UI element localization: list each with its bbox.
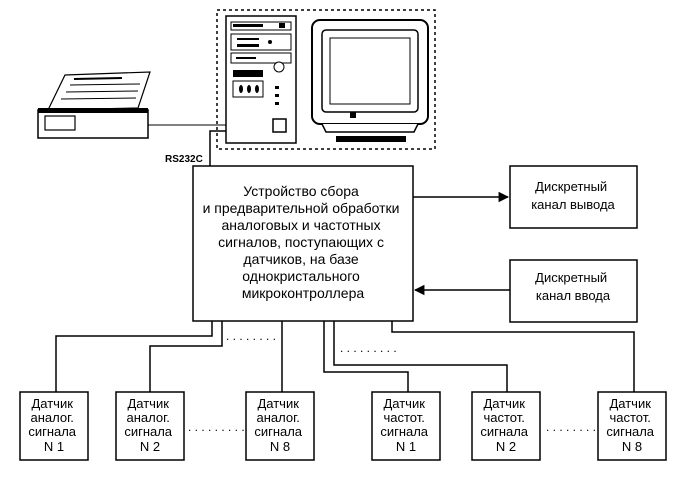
freq-sensor-1: Датчик частот. сигнала N 1: [371, 391, 441, 461]
rs232-label: RS232C: [165, 154, 203, 165]
system-unit-icon: [225, 15, 297, 144]
svg-text:Датчик аналог. сиг: Датчик аналог. сигнала N 2: [124, 396, 175, 454]
freq-sensor-dots: . . . . . . . .: [546, 420, 596, 434]
main-block-text: Устройство сбора и предварительной обраб…: [203, 183, 404, 301]
freq-wires: [323, 321, 635, 392]
analog-sensor-2: Датчик аналог. сигнала N 2: [115, 391, 185, 461]
analog-sensor-1: Датчик аналог. сигнала N 1: [19, 391, 89, 461]
monitor-icon: [311, 19, 429, 142]
svg-text:Датчик частот. сиг: Датчик частот. сигнала N 8: [606, 396, 657, 454]
input-channel-box: [509, 259, 638, 323]
main-block: [192, 165, 414, 322]
output-channel-text: Дискретный канал вывода: [531, 179, 615, 212]
analog-sensor-dots: . . . . . . . . .: [188, 420, 245, 434]
svg-text:Датчик частот. сиг: Датчик частот. сигнала N 2: [480, 396, 531, 454]
svg-text:Датчик аналог. сиг: Датчик аналог. сигнала N 8: [254, 396, 305, 454]
freq-sensor-2: Датчик частот. сигнала N 2: [471, 391, 541, 461]
printer-icon: [37, 71, 151, 139]
output-channel-box: [509, 165, 638, 229]
freq-wire-dots: . . . . . . . . .: [340, 341, 397, 355]
svg-text:Датчик частот. сиг: Датчик частот. сигнала N 1: [380, 396, 431, 454]
rs232-link: [209, 130, 226, 166]
analog-sensor-8: Датчик аналог. сигнала N 8: [245, 391, 315, 461]
svg-text:Датчик аналог. сиг: Датчик аналог. сигнала N 1: [28, 396, 79, 454]
input-channel-text: Дискретный канал ввода: [535, 270, 611, 303]
analog-wire-dots: . . . . . . . .: [226, 329, 276, 343]
freq-sensor-8: Датчик частот. сигнала N 8: [597, 391, 667, 461]
computer-enclosure: [216, 9, 436, 150]
analog-wires: [55, 321, 283, 392]
